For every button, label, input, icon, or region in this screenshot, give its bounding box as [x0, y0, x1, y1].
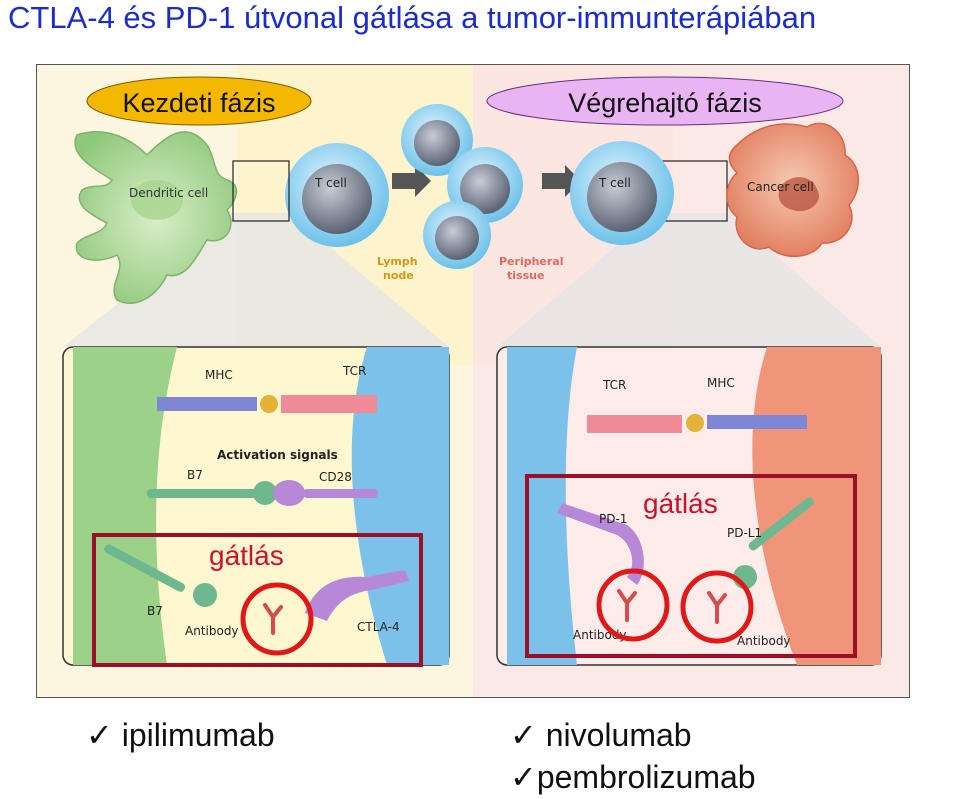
t-cell-right: [570, 141, 674, 245]
cancer-cell-label: Cancer cell: [747, 180, 814, 194]
b7-label-bottom: B7: [147, 604, 163, 618]
cancer-cell: [726, 122, 860, 258]
activation-signals-label: Activation signals: [217, 448, 338, 462]
drug-pembrolizumab: ✓pembrolizumab: [510, 758, 756, 796]
t-cell-left: [285, 143, 389, 247]
right-inset: [496, 346, 882, 666]
cd28-label: CD28: [319, 470, 352, 484]
lymph-node-label-2: node: [383, 269, 414, 282]
highlight-circle-pdl1: [680, 570, 754, 644]
left-inset: [62, 346, 450, 666]
inhibition-box-right: [525, 474, 857, 658]
dendritic-cell-label: Dendritic cell: [129, 186, 208, 200]
highlight-circle-ctla4: [240, 582, 314, 656]
ctla4-label: CTLA-4: [357, 620, 400, 634]
zoom-box-left: [232, 160, 290, 222]
mhc-label-left: MHC: [205, 368, 233, 382]
check-icon: ✓: [86, 717, 113, 753]
tcr-label-left: TCR: [342, 364, 366, 378]
pathway-figure: Dendritic cell T cell Lymph node Periphe…: [36, 64, 910, 698]
priming-phase-label: Kezdeti fázis: [122, 88, 275, 118]
lymph-node-label-1: Lymph: [377, 255, 418, 268]
peripheral-label-2: tissue: [507, 269, 544, 282]
drug-ipilimumab-label: ipilimumab: [121, 717, 275, 753]
t-cell-right-label: T cell: [598, 176, 631, 190]
t-cell-left-label: T cell: [314, 176, 347, 190]
effector-phase-pill: [486, 76, 844, 126]
diagram-canvas: Dendritic cell T cell Lymph node Periphe…: [37, 65, 909, 697]
highlight-circle-pd1: [596, 568, 670, 642]
antibody-label-left: Antibody: [185, 624, 239, 638]
zoom-wedge-left: [63, 213, 449, 347]
pdl1-label: PD-L1: [727, 526, 762, 540]
effector-phase-label: Végrehajtó fázis: [568, 88, 762, 118]
antibody-icon-right-2: [707, 591, 727, 624]
peripheral-label-1: Peripheral: [499, 255, 564, 268]
arrow-expansion: [392, 165, 431, 197]
antibody-label-right-2: Antibody: [737, 634, 791, 648]
b7-label-top: B7: [187, 468, 203, 482]
drug-pembrolizumab-label: pembrolizumab: [536, 759, 756, 795]
drug-nivolumab: ✓ nivolumab: [510, 716, 692, 754]
proliferating-t-cells: [401, 104, 523, 269]
drug-nivolumab-label: nivolumab: [545, 717, 692, 753]
antibody-icon-left: [263, 603, 283, 635]
zoom-wedge-right: [497, 213, 881, 347]
drug-ipilimumab: ✓ ipilimumab: [86, 716, 275, 754]
inhibition-box-left: [92, 533, 423, 667]
inhibition-label-left: gátlás: [209, 540, 284, 571]
antibody-icon-right-1: [617, 589, 637, 622]
check-icon: ✓: [510, 717, 537, 753]
tcr-label-right: TCR: [602, 378, 626, 392]
inhibition-label-right: gátlás: [643, 488, 718, 519]
page-title: CTLA-4 és PD-1 útvonal gátlása a tumor-i…: [8, 0, 817, 35]
dendritic-cell: [74, 131, 238, 304]
priming-phase-pill: [86, 76, 312, 126]
pd1-label: PD-1: [599, 512, 627, 526]
check-icon: ✓: [510, 759, 537, 795]
mhc-label-right: MHC: [707, 376, 735, 390]
